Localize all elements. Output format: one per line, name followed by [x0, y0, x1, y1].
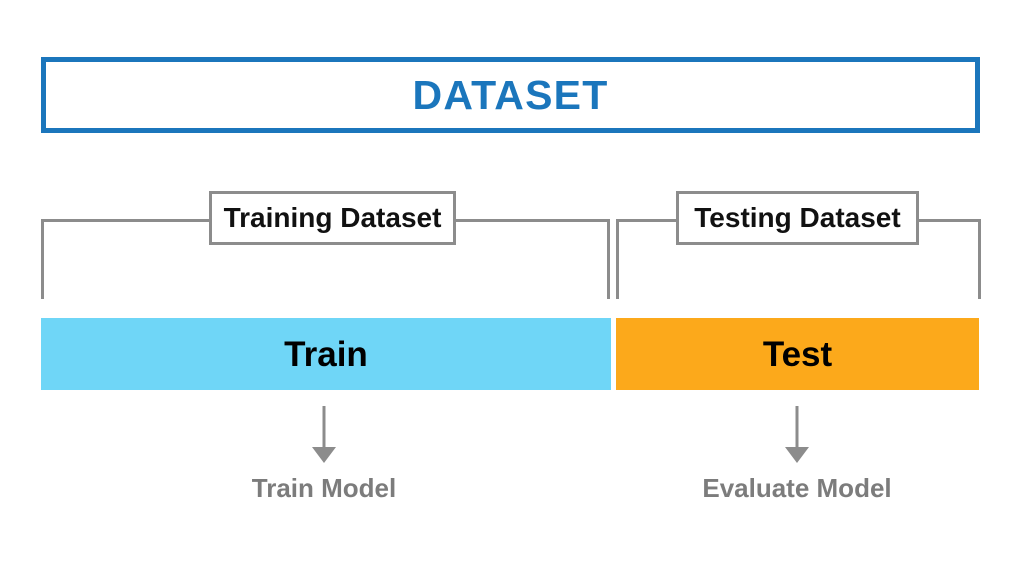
- testing-bracket-line-left: [616, 219, 679, 222]
- evaluate-model-caption: Evaluate Model: [702, 473, 892, 503]
- dataset-label: DATASET: [412, 71, 609, 118]
- training-dataset-label: Training Dataset: [223, 202, 442, 233]
- training-bracket-line-right: [453, 219, 610, 222]
- train-model-caption: Train Model: [251, 473, 397, 503]
- down-arrow-icon-test: [785, 406, 809, 463]
- test-bar: Test: [616, 318, 979, 390]
- down-arrow-icon-train: [312, 406, 336, 463]
- dataset-box: DATASET: [41, 57, 980, 133]
- testing-dataset-label: Testing Dataset: [694, 202, 901, 233]
- testing-bracket-stem-right: [978, 219, 981, 299]
- training-bracket-stem-right: [607, 219, 610, 299]
- testing-bracket-stem-left: [616, 219, 619, 299]
- testing-bracket-line-right: [916, 219, 981, 222]
- train-bar-label: Train: [284, 334, 368, 374]
- test-bar-label: Test: [762, 334, 833, 374]
- training-bracket-stem-left: [41, 219, 44, 299]
- training-dataset-label-box: Training Dataset: [209, 191, 456, 245]
- train-bar: Train: [41, 318, 611, 390]
- training-bracket-line-left: [41, 219, 212, 222]
- testing-dataset-label-box: Testing Dataset: [676, 191, 919, 245]
